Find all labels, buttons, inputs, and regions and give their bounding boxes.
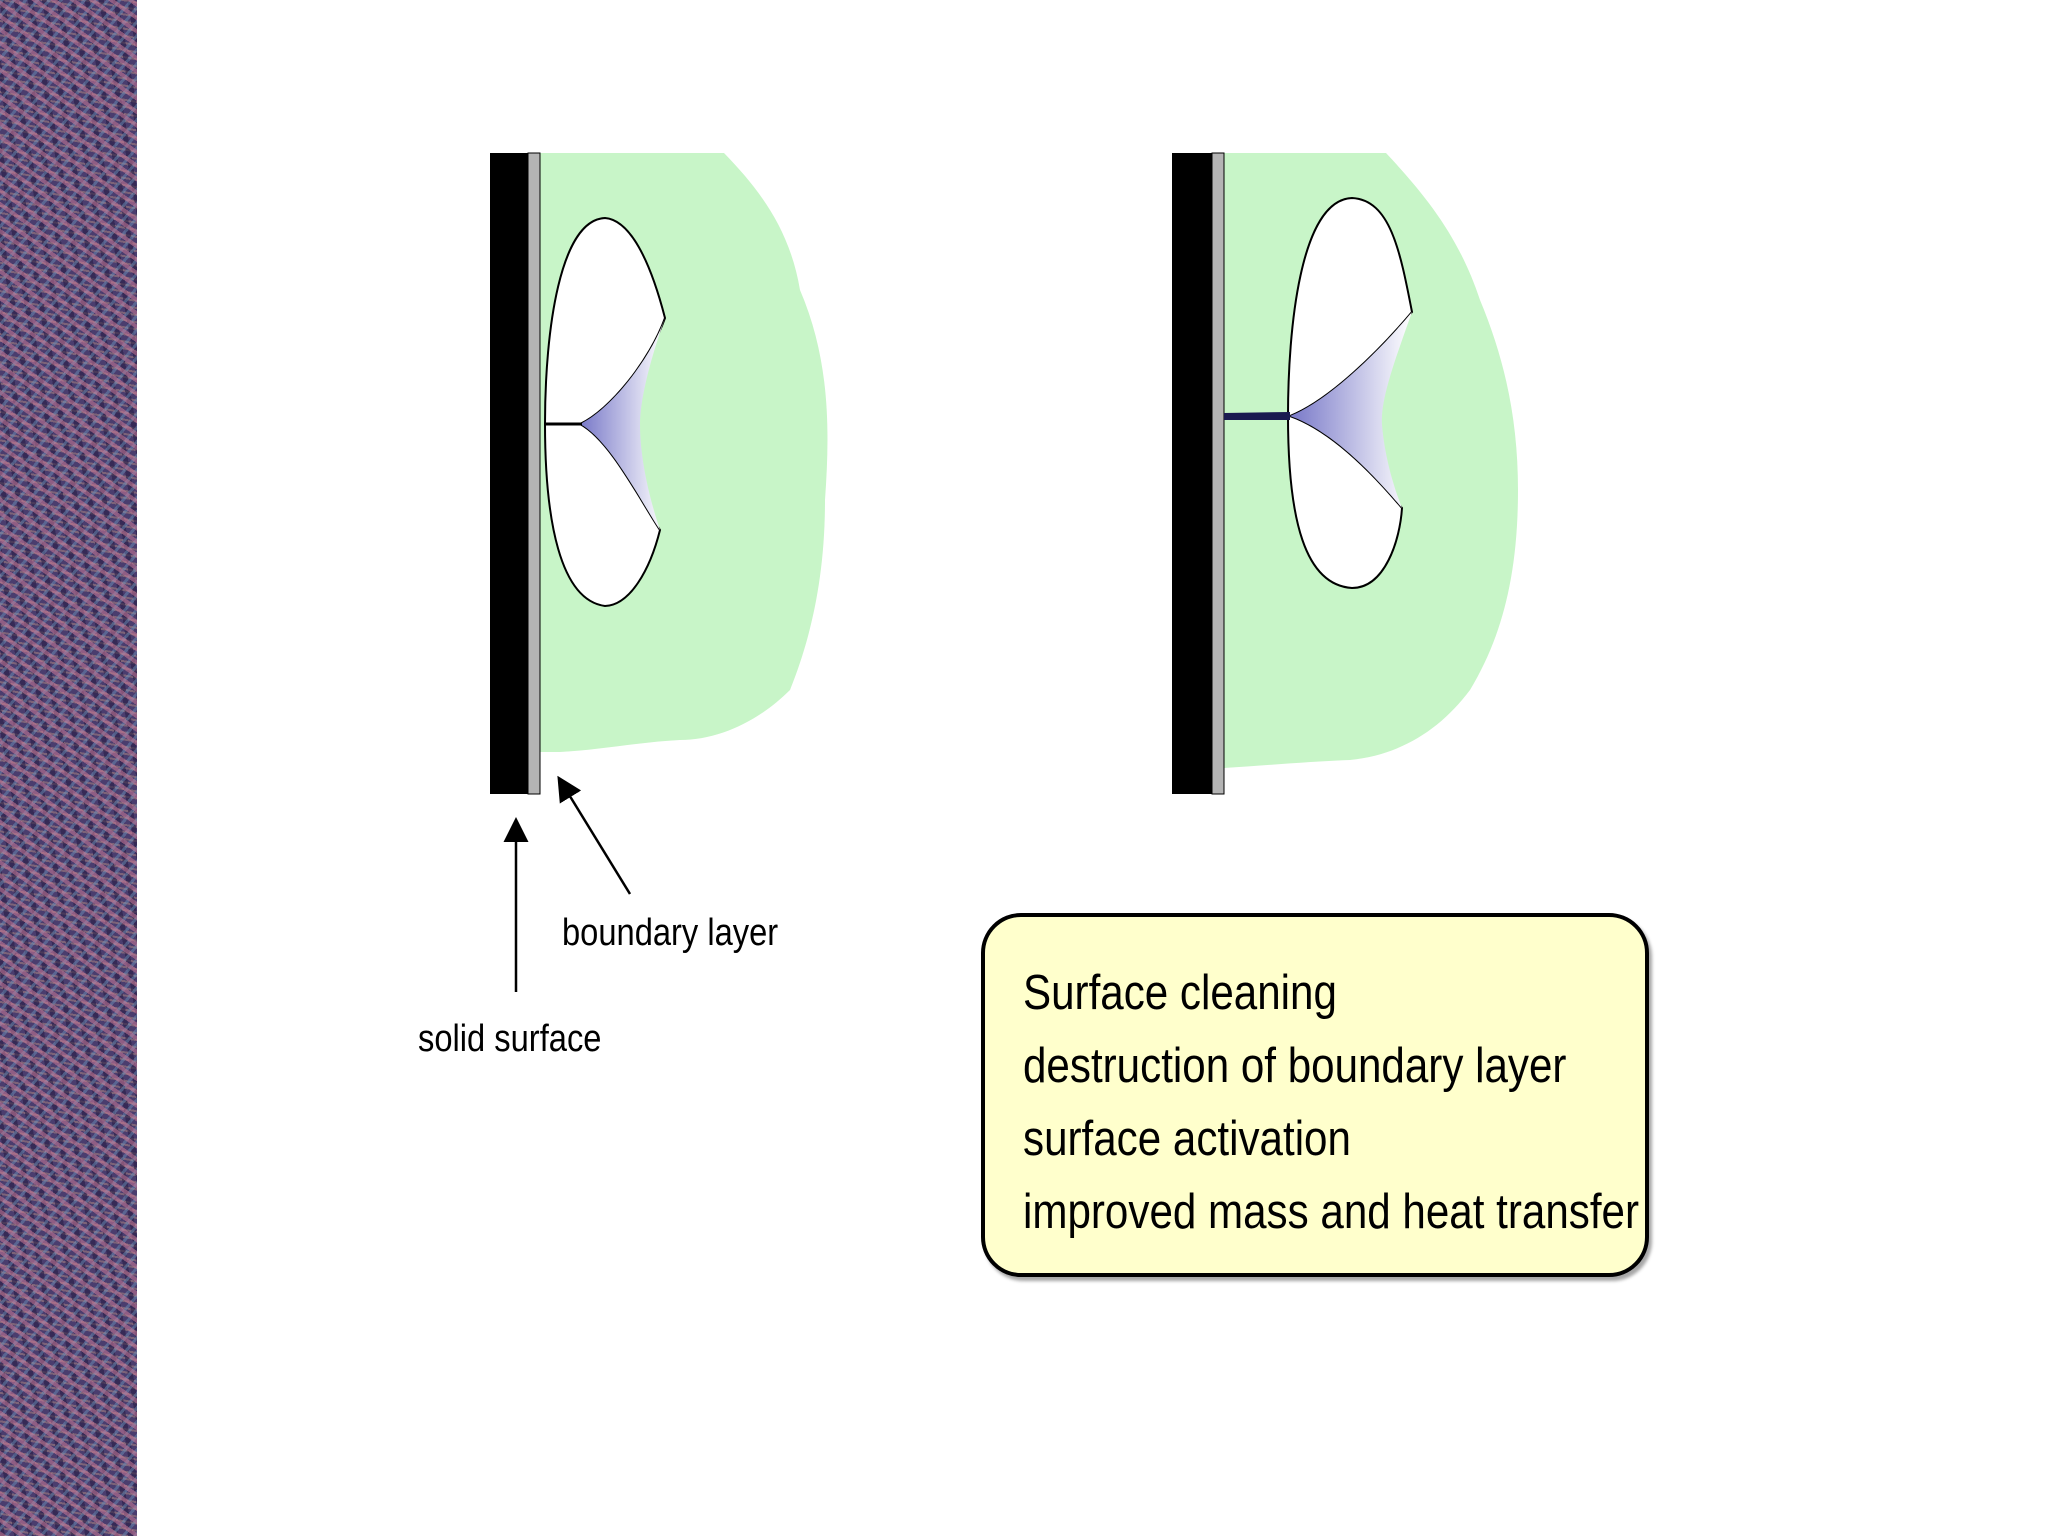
liquid-jet (580, 318, 665, 530)
boundary-layer (527, 152, 541, 795)
effects-callout-box: Surface cleaning destruction of boundary… (981, 913, 1649, 1277)
liquid-jet (1290, 312, 1412, 508)
boundary-layer (1211, 152, 1225, 795)
effect-item: Surface cleaning (1023, 966, 1337, 1020)
effect-item: surface activation (1023, 1112, 1351, 1166)
solid-surface-label: solid surface (418, 1018, 602, 1060)
solid-surface (490, 153, 528, 794)
bubble-panel-before (490, 152, 828, 795)
bubble-panel-after (1172, 152, 1518, 795)
decorative-sidebar-strip (0, 0, 137, 1536)
boundary-layer-label: boundary layer (562, 912, 779, 954)
boundary-layer-arrow (557, 775, 632, 895)
jet-stem (1224, 412, 1290, 420)
solid-surface (1172, 153, 1212, 794)
effect-item: destruction of boundary layer (1023, 1039, 1567, 1093)
effect-item: improved mass and heat transfer (1023, 1185, 1640, 1239)
